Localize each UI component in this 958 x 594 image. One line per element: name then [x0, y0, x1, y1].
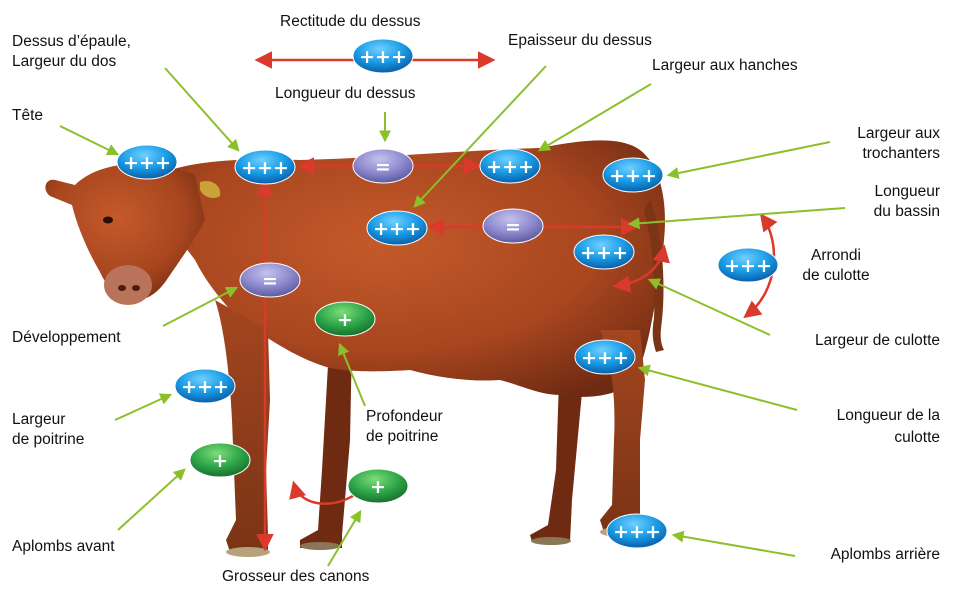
- svg-text:+++: +++: [486, 156, 534, 178]
- label-tete: Tête: [12, 107, 44, 124]
- badge-rectitude: +++: [352, 38, 414, 74]
- culotte-curved-arrow: [612, 244, 670, 293]
- badge-longueur-culotte: +++: [574, 339, 636, 375]
- badge-aplombs-avant: +: [189, 442, 251, 478]
- svg-text:+++: +++: [581, 347, 629, 369]
- badge-largeur-poitrine: +++: [174, 368, 236, 404]
- badge-trochanters: +++: [602, 157, 664, 193]
- label-profondeur-line1: Profondeur: [366, 408, 443, 425]
- label-largeur-culotte: Largeur de culotte: [815, 332, 940, 349]
- label-trochanters-line1: Largeur aux: [857, 125, 940, 142]
- label-arrondi-line2: de culotte: [802, 267, 870, 284]
- label-aplombs-avant: Aplombs avant: [12, 538, 115, 555]
- label-dessus-epaule-line1: Dessus d’épaule,: [12, 33, 131, 50]
- svg-text:+: +: [337, 309, 353, 331]
- label-profondeur-line2: de poitrine: [366, 428, 439, 445]
- svg-text:+: +: [370, 476, 386, 498]
- label-arrondi-line1: Arrondi: [811, 247, 861, 264]
- svg-text:+++: +++: [613, 521, 661, 543]
- badge-largeur-hanches: +++: [479, 148, 541, 184]
- badge-aplombs-arriere: +++: [606, 513, 668, 549]
- cow-illustration: [45, 140, 665, 557]
- label-aplombs-arriere: Aplombs arrière: [830, 546, 940, 563]
- badge-epaisseur: +++: [366, 210, 428, 246]
- badge-largeur-culotte: +++: [573, 234, 635, 270]
- badge-dessus-epaule: +++: [234, 149, 296, 185]
- label-bassin-line2: du bassin: [873, 203, 940, 220]
- svg-text:+++: +++: [181, 376, 229, 398]
- label-longueur-culotte-line2: culotte: [894, 429, 940, 446]
- label-trochanters-line2: trochanters: [862, 145, 940, 162]
- label-largeur-hanches: Largeur aux hanches: [652, 57, 798, 74]
- svg-text:=: =: [375, 156, 391, 178]
- badge-profondeur: +: [314, 301, 376, 337]
- label-largeur-poitrine-line1: Largeur: [12, 411, 66, 428]
- svg-text:+: +: [212, 450, 228, 472]
- label-developpement: Développement: [12, 329, 121, 346]
- label-rectitude: Rectitude du dessus: [280, 13, 421, 30]
- canons-curved-arrow: [289, 480, 357, 505]
- label-grosseur-canons: Grosseur des canons: [222, 568, 370, 585]
- label-longueur-dessus: Longueur du dessus: [275, 85, 416, 102]
- badge-arrondi: +++: [717, 247, 779, 283]
- svg-text:+++: +++: [241, 157, 289, 179]
- label-longueur-culotte-line1: Longueur de la: [836, 407, 940, 424]
- svg-text:+++: +++: [359, 46, 407, 68]
- svg-text:+++: +++: [580, 242, 628, 264]
- label-dessus-epaule-line2: Largeur du dos: [12, 53, 117, 70]
- svg-text:+++: +++: [724, 255, 772, 277]
- svg-text:+++: +++: [123, 152, 171, 174]
- svg-text:+++: +++: [373, 218, 421, 240]
- svg-text:=: =: [505, 216, 521, 238]
- label-epaisseur: Epaisseur du dessus: [508, 32, 652, 49]
- badge-longueur-dessus: =: [352, 148, 414, 184]
- badge-developpement: =: [239, 262, 301, 298]
- label-largeur-poitrine-line2: de poitrine: [12, 431, 85, 448]
- svg-text:=: =: [262, 270, 278, 292]
- svg-text:+++: +++: [609, 165, 657, 187]
- badge-tete: +++: [116, 144, 178, 180]
- badge-bassin: =: [482, 208, 544, 244]
- pointer-lines: [59, 65, 846, 567]
- label-bassin-line1: Longueur: [874, 183, 940, 200]
- badge-grosseur-canons: +: [347, 468, 409, 504]
